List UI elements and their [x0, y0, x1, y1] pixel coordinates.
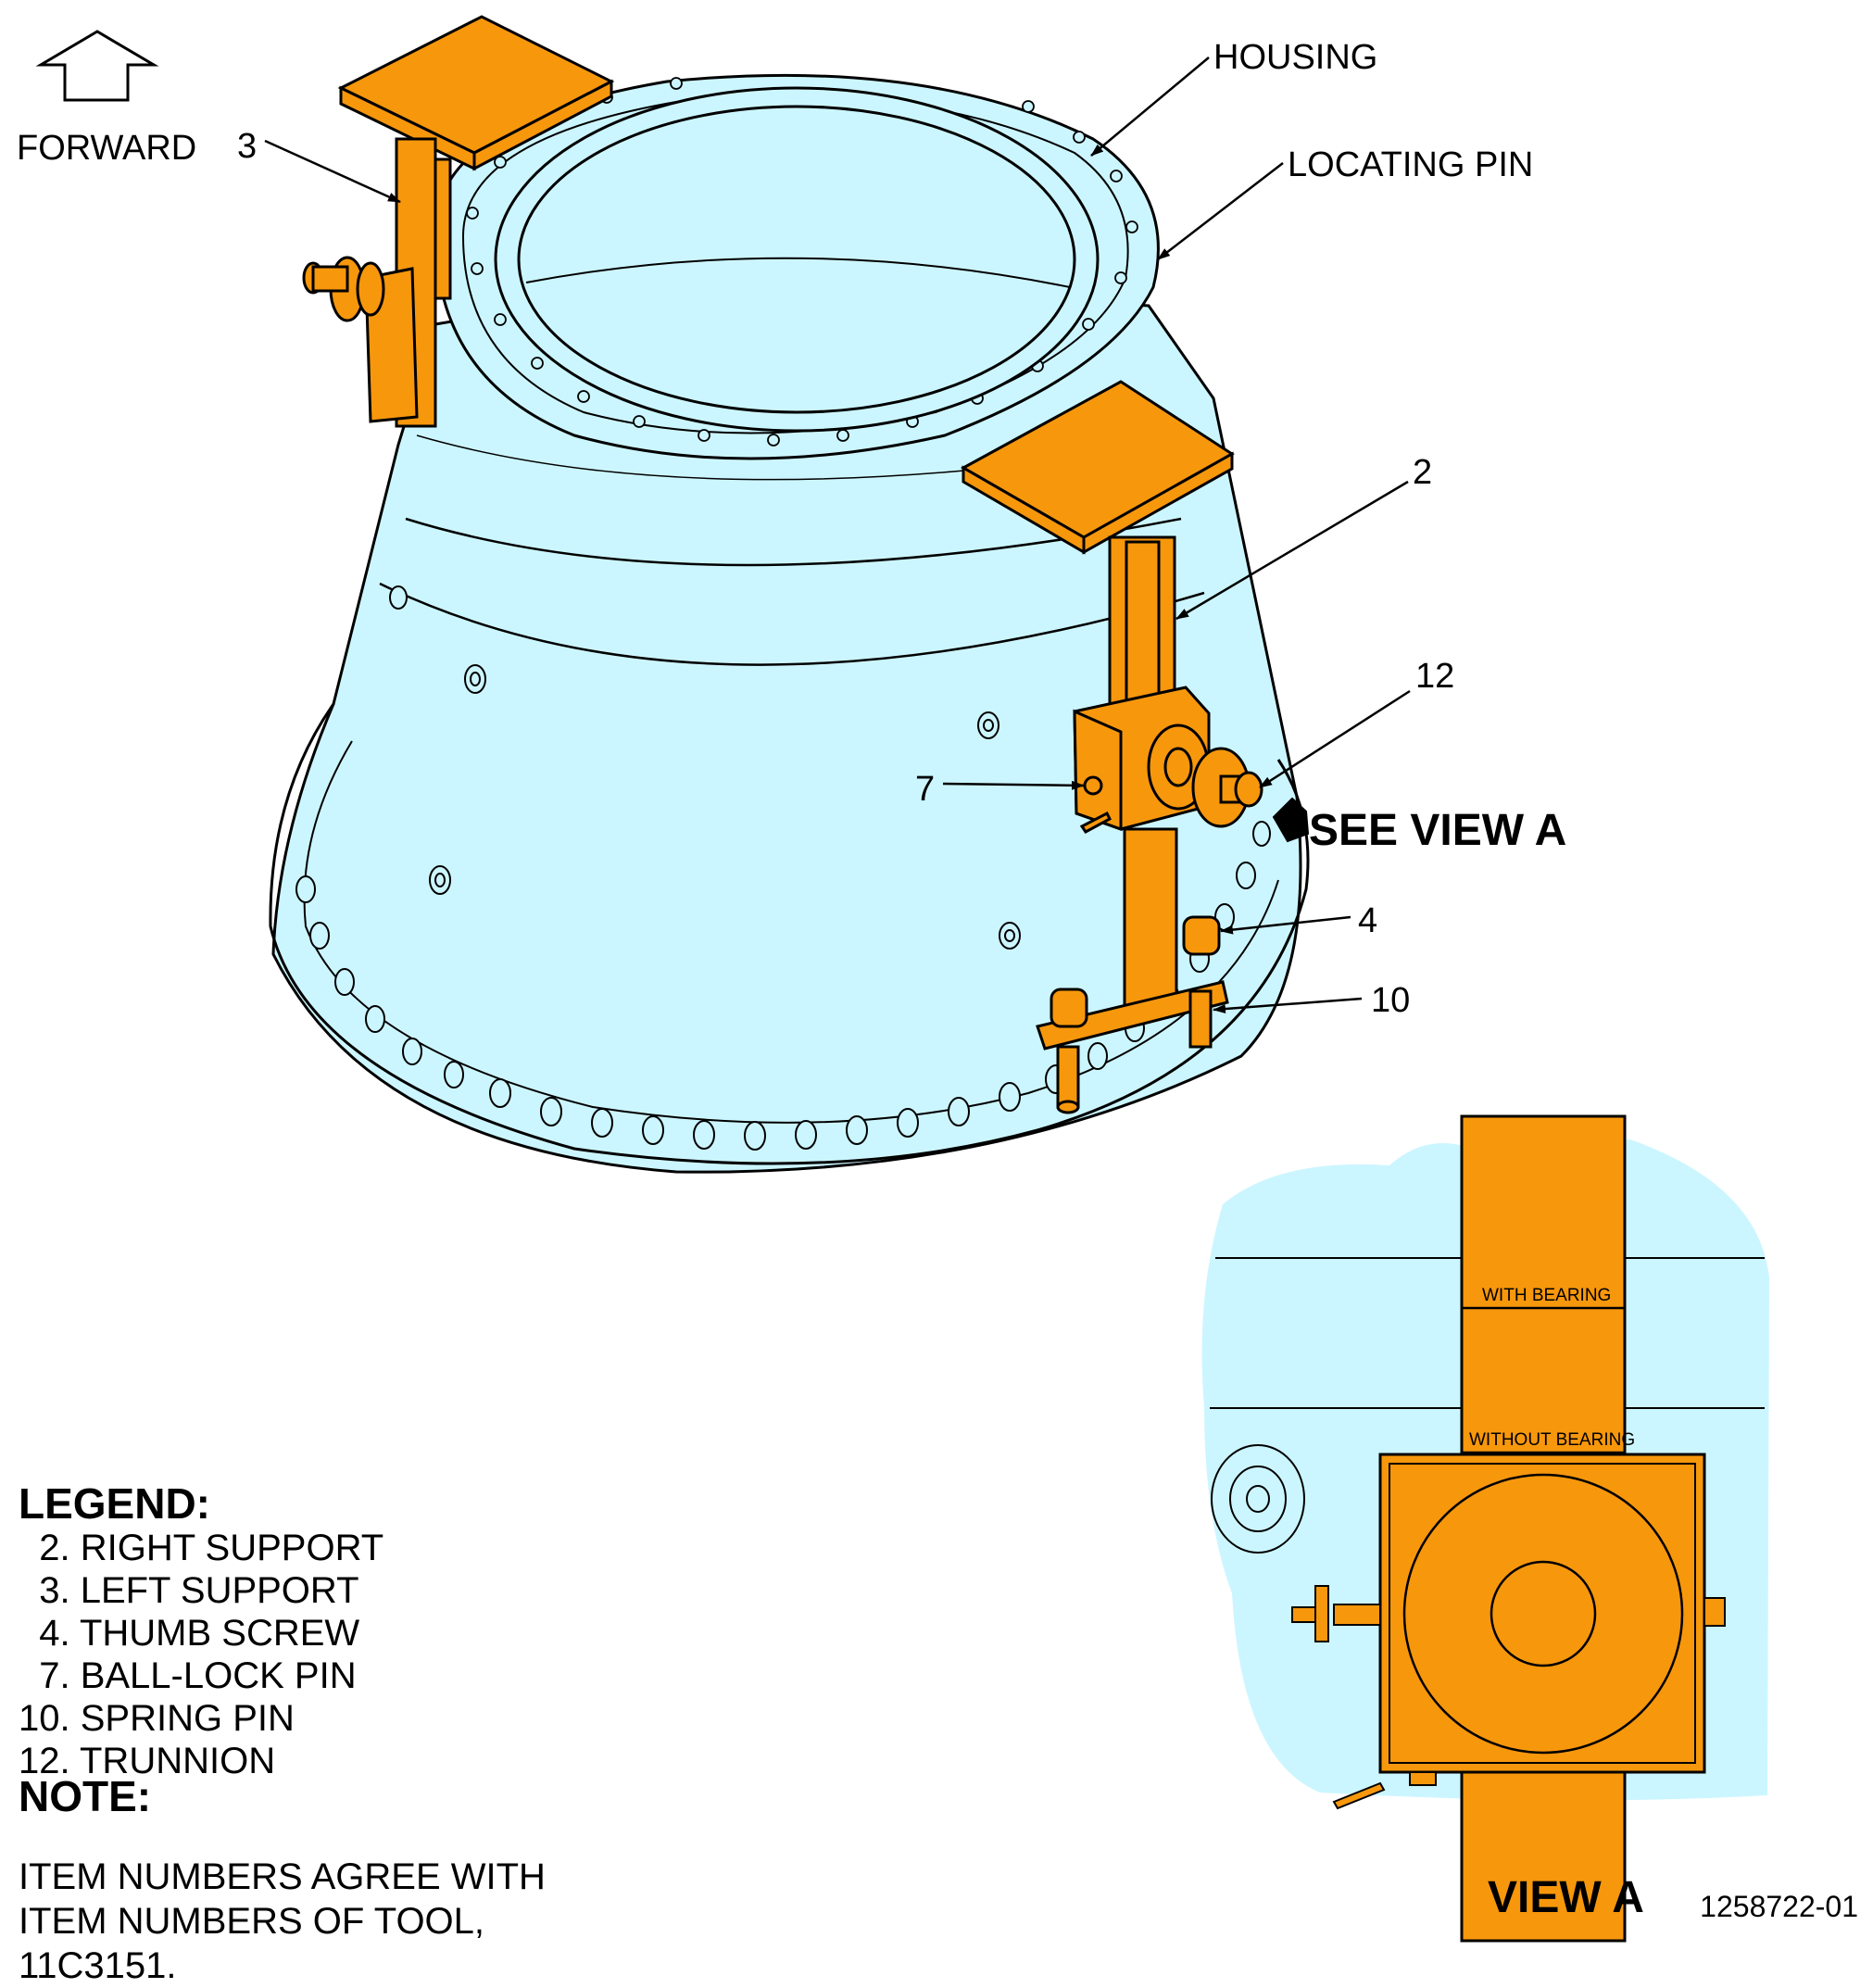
- view-a-detail: WITH BEARING WITHOUT BEARING VIEW A: [1201, 1114, 1769, 1943]
- legend-item: 4. THUMB SCREW: [19, 1613, 360, 1654]
- right-support: [960, 380, 1263, 1114]
- note: NOTE: ITEM NUMBERS AGREE WITH ITEM NUMBE…: [19, 1773, 760, 1988]
- legend-title: LEGEND:: [19, 1479, 210, 1528]
- housing: [269, 73, 1310, 1174]
- figure-id: 1258722-01: [1700, 1890, 1858, 1923]
- note-title: NOTE:: [19, 1772, 152, 1820]
- item-10-label: 10: [1371, 981, 1410, 1020]
- callouts: [264, 57, 1411, 1014]
- legend-item: 7. BALL-LOCK PIN: [19, 1655, 357, 1696]
- locating-pin-label: LOCATING PIN: [1288, 145, 1533, 184]
- item-2-label: 2: [1413, 453, 1432, 492]
- legend-item: 12. TRUNNION: [19, 1741, 276, 1781]
- without-bearing-label: WITHOUT BEARING: [1469, 1430, 1635, 1450]
- item-7-label: 7: [915, 770, 935, 809]
- item-4-label: 4: [1358, 901, 1377, 940]
- with-bearing-label: WITH BEARING: [1482, 1286, 1611, 1305]
- housing-label: HOUSING: [1213, 38, 1377, 77]
- item-12-label: 12: [1415, 657, 1454, 696]
- see-view-a-arrow-icon: [1272, 797, 1310, 843]
- note-text: ITEM NUMBERS AGREE WITH ITEM NUMBERS OF …: [19, 1856, 546, 1986]
- left-support: [302, 15, 615, 428]
- legend-item: 2. RIGHT SUPPORT: [19, 1528, 384, 1568]
- see-view-a-label: SEE VIEW A: [1309, 806, 1566, 855]
- view-a-title: VIEW A: [1488, 1873, 1644, 1922]
- legend: LEGEND: 2. RIGHT SUPPORT 3. LEFT SUPPORT…: [19, 1480, 667, 1782]
- item-3-label: 3: [237, 127, 257, 166]
- legend-item: 10. SPRING PIN: [19, 1698, 295, 1739]
- assembly-diagram: FORWARD HOUSING LOCATING PIN 3 2 12 7 4 …: [17, 15, 1769, 1943]
- forward-arrow-icon: [35, 30, 159, 102]
- legend-item: 3. LEFT SUPPORT: [19, 1570, 359, 1611]
- forward-label: FORWARD: [17, 129, 196, 168]
